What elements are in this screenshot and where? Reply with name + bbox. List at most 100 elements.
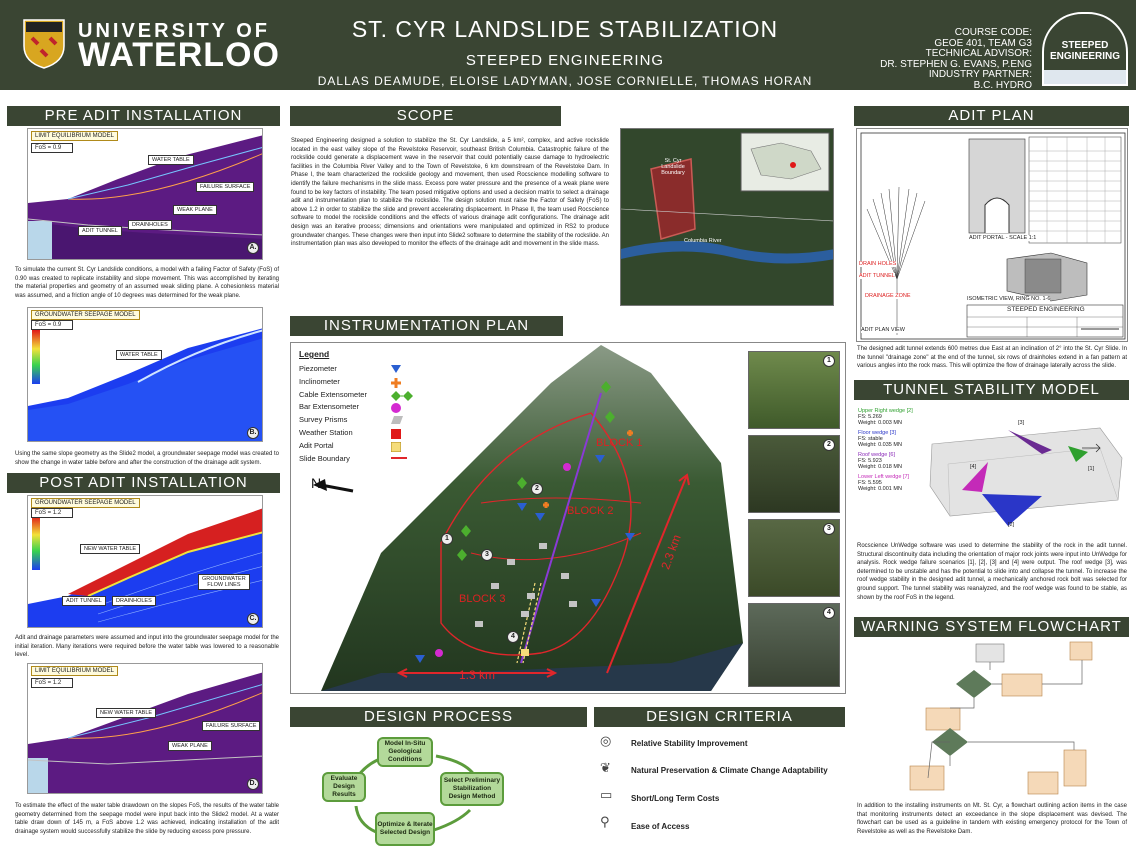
block-label: BLOCK 1	[596, 437, 643, 449]
panel-letter: D.	[247, 778, 259, 790]
design-process-heading: DESIGN PROCESS	[290, 707, 587, 727]
block-label: BLOCK 3	[459, 593, 506, 605]
legend-title: Legend	[299, 349, 330, 359]
tunnel-wedge-model	[929, 427, 1123, 526]
info-line: B.C. HYDRO	[973, 79, 1032, 91]
site-photo-1: 1	[748, 351, 840, 429]
pre-adit-text-a: To simulate the current St. Cyr Landslid…	[15, 267, 279, 299]
legend-item: Survey Prisms	[299, 414, 414, 427]
process-step: Model In-Situ Geological Conditions	[377, 737, 433, 767]
site-map-image	[621, 129, 833, 305]
instrument-legend: Legend Piezometer Inclinometer Cable Ext…	[299, 349, 414, 465]
water-table-label: WATER TABLE	[116, 350, 162, 360]
new-water-table-label: NEW WATER TABLE	[80, 544, 141, 554]
water-table-label: WATER TABLE	[148, 155, 194, 165]
cable-extensometer-markers	[457, 381, 615, 561]
panel-letter: B.	[247, 427, 259, 439]
logo-line-1: STEEPED	[1061, 40, 1109, 51]
wedge-weight: Weight: 0.001 MN	[858, 486, 902, 492]
model-panel-b: GROUNDWATER SEEPAGE MODEL FoS = 0.9 WATE…	[27, 307, 263, 442]
legend-label: Survey Prisms	[299, 415, 348, 425]
process-step: Select Preliminary Stabilization Design …	[440, 772, 504, 806]
model-type-label: LIMIT EQUILIBRIUM MODEL	[31, 131, 118, 141]
target-icon: ◎	[600, 734, 612, 749]
criteria-item: Short/Long Term Costs	[631, 794, 720, 803]
wedge-name: Upper Right wedge [2]	[858, 408, 913, 414]
legend-item: Cable Extensometer	[299, 389, 414, 402]
legend-label: Bar Extensometer	[299, 402, 360, 412]
poster-title: ST. CYR LANDSLIDE STABILIZATION	[351, 16, 779, 42]
legend-item: Bar Extensometer	[299, 401, 414, 414]
warning-text: In addition to the installing instrument…	[857, 803, 1127, 835]
flow-lines-line-2: FLOW LINES	[207, 582, 241, 588]
seepage-model-b	[28, 328, 262, 441]
info-line: TECHNICAL ADVISOR:	[925, 48, 1032, 59]
piezometer-icon	[391, 365, 401, 373]
process-step: Optimize & Iterate Selected Design	[375, 812, 435, 846]
slope-model-d	[28, 672, 262, 793]
legend-label: Cable Extensometer	[299, 389, 367, 399]
tunnel-text: Rocscience UnWedge software was used to …	[857, 543, 1127, 601]
warning-flowchart	[909, 641, 1093, 795]
legend-label: Slide Boundary	[299, 453, 350, 463]
site-number: 1	[441, 533, 453, 545]
site-number: 2	[531, 483, 543, 495]
adit-plan-drawing: ADIT PORTAL - SCALE 1:1 DRAIN HOLES ADIT…	[856, 128, 1128, 342]
post-adit-heading: POST ADIT INSTALLATION	[7, 473, 280, 493]
model-panel-d: LIMIT EQUILIBRIUM MODEL FoS = 1.2 NEW WA…	[27, 663, 263, 794]
fos-label: FoS = 0.9	[31, 320, 73, 330]
site-photo-4: 4	[748, 603, 840, 687]
legend-item: Weather Station	[299, 427, 414, 440]
money-icon: ▭	[600, 788, 613, 803]
survey-prism-icon	[391, 416, 403, 425]
instrumentation-figure: Legend Piezometer Inclinometer Cable Ext…	[290, 342, 846, 694]
photo-number: 2	[823, 439, 835, 451]
fos-label: FoS = 1.2	[31, 508, 73, 518]
legend-label: Inclinometer	[299, 376, 340, 386]
adit-plan-heading: ADIT PLAN	[854, 106, 1129, 126]
wedge-weight: Weight: 0.035 MN	[858, 442, 902, 448]
adit-portal-icon	[391, 441, 401, 452]
adit-tunnel-label: ADIT TUNNEL	[78, 226, 122, 236]
photo-number: 1	[823, 355, 835, 367]
logo-water	[1044, 70, 1126, 84]
wedge-name: Lower Left wedge [7]	[858, 474, 910, 480]
wedge-fs: FS: 5.595	[858, 480, 882, 486]
university-line-2: WATERLOO	[78, 36, 280, 74]
wedge-fs: FS: stable	[858, 436, 883, 442]
photo-number: 3	[823, 523, 835, 535]
legend-item: Inclinometer	[299, 376, 414, 389]
wedge-tag: [2]	[1008, 522, 1015, 528]
wedge-weight: Weight: 0.018 MN	[858, 464, 902, 470]
design-criteria-heading: DESIGN CRITERIA	[594, 707, 845, 727]
company-title-block: STEEPED ENGINEERING	[1007, 306, 1085, 313]
scope-text: Steeped Engineering designed a solution …	[291, 138, 609, 248]
photo-number: 4	[823, 607, 835, 619]
drainholes-label: DRAINHOLES	[112, 596, 156, 606]
adit-tunnel-label: ADIT TUNNEL	[62, 596, 106, 606]
scope-map: St. Cyr Landslide Boundary Columbia Rive…	[620, 128, 834, 306]
failure-surface-label: FAILURE SURFACE	[196, 182, 255, 192]
info-line: INDUSTRY PARTNER:	[928, 69, 1032, 80]
weak-plane-label: WEAK PLANE	[168, 741, 212, 751]
wedge-name: Roof wedge [6]	[858, 452, 895, 458]
legend-label: Adit Portal	[299, 440, 334, 450]
river-map-label: Columbia River	[684, 238, 722, 244]
adit-tunnel-label: ADIT TUNNEL	[859, 273, 895, 279]
course-info: COURSE CODE: GEOE 401, TEAM G3 TECHNICAL…	[880, 27, 1032, 91]
legend-item: Adit Portal	[299, 440, 414, 453]
block-label: BLOCK 2	[567, 505, 614, 517]
info-line: GEOE 401, TEAM G3	[934, 37, 1032, 49]
post-adit-text-d: To estimate the effect of the water tabl…	[15, 803, 279, 835]
site-photo-3: 3	[748, 519, 840, 597]
inclinometer-icon	[391, 377, 401, 388]
criteria-item: Ease of Access	[631, 822, 690, 831]
weather-station-icon	[391, 428, 401, 439]
failure-surface-label: FAILURE SURFACE	[202, 721, 261, 731]
scope-heading: SCOPE	[290, 106, 561, 126]
mountain-terrain	[313, 345, 743, 691]
legend-label: Piezometer	[299, 364, 337, 373]
